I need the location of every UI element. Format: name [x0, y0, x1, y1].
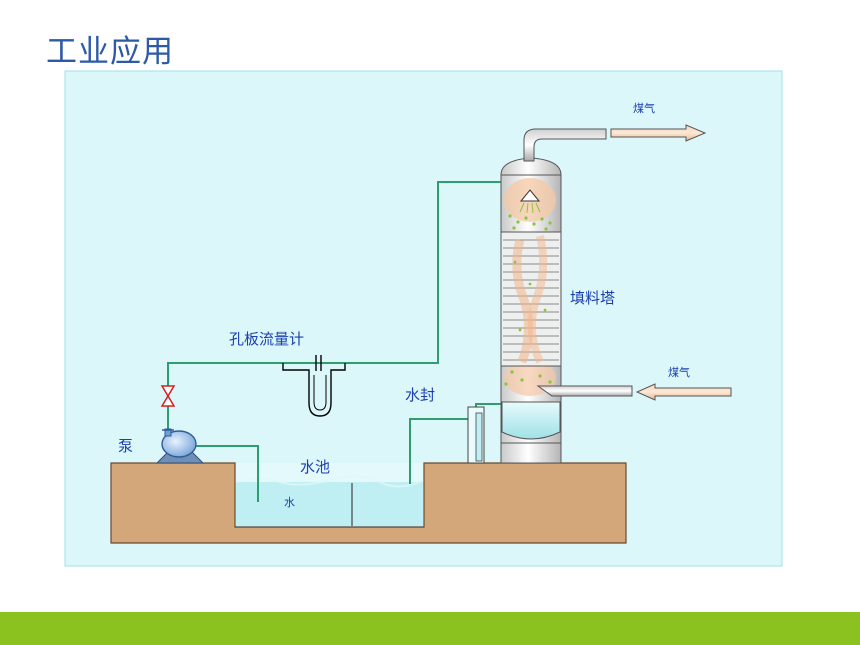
gas-in-label: 煤气 [668, 365, 690, 379]
orifice-flowmeter [282, 355, 346, 417]
ground [110, 462, 627, 544]
water-label: 水 [284, 496, 295, 509]
tower-label: 填料塔 [570, 289, 615, 307]
gas-inlet-pipe [536, 385, 633, 397]
spray-lines [519, 202, 541, 214]
gas-out-label: 煤气 [633, 101, 655, 115]
water-seal-label: 水封 [405, 386, 435, 404]
gas-out-arrow [610, 124, 707, 142]
water-seal [467, 406, 485, 464]
liquid-drops [504, 214, 552, 386]
pool-water [236, 482, 423, 526]
packed-tower [500, 157, 562, 464]
pump [155, 428, 205, 464]
spray-nozzle [519, 189, 541, 202]
flowmeter-label: 孔板流量计 [229, 330, 304, 348]
valve [160, 385, 176, 407]
gas-in-arrow [635, 383, 732, 401]
gas-outlet-pipe [523, 128, 607, 162]
pump-label: 泵 [118, 437, 133, 455]
footer-bar [0, 612, 860, 645]
page-title: 工业应用 [46, 34, 174, 70]
suction-pipe [190, 445, 259, 502]
pool-label: 水池 [300, 458, 330, 476]
